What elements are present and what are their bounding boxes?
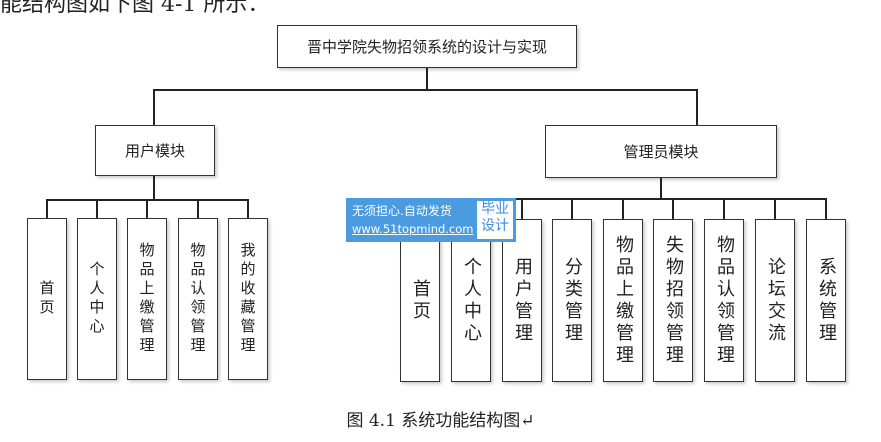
connector bbox=[197, 199, 199, 218]
connector bbox=[153, 176, 155, 200]
user-child-node: 物品上缴管理 bbox=[127, 218, 167, 380]
intro-text: 能结构图如下图 4-1 所示： bbox=[0, 0, 270, 17]
node-label: 首页 bbox=[410, 278, 431, 323]
watermark-badge2: 设计 bbox=[481, 218, 509, 234]
watermark: 无须担心.自动发货 www.51topmind.com 毕业设计 bbox=[346, 198, 516, 242]
admin-child-node: 首页 bbox=[400, 219, 440, 382]
node-label: 个人中心 bbox=[461, 256, 482, 345]
node-label: 用户管理 bbox=[512, 256, 533, 345]
node-label: 物品认领管理 bbox=[714, 234, 735, 367]
connector bbox=[153, 89, 155, 125]
connector bbox=[153, 89, 698, 91]
node-label: 首页 bbox=[37, 280, 56, 318]
watermark-line1: 无须担心.自动发货 bbox=[352, 204, 452, 218]
connector bbox=[46, 199, 48, 218]
connector bbox=[96, 199, 98, 218]
node-label: 论坛交流 bbox=[765, 256, 786, 345]
figure-caption: 图 4.1 系统功能结构图↵ bbox=[346, 411, 535, 431]
admin-child-node: 分类管理 bbox=[552, 219, 592, 382]
watermark-badge1: 毕业 bbox=[481, 201, 509, 217]
connector bbox=[672, 198, 674, 219]
admin-child-node: 物品认领管理 bbox=[704, 219, 744, 382]
node-label: 分类管理 bbox=[562, 256, 583, 345]
node-label: 个人中心 bbox=[87, 261, 106, 337]
connector bbox=[660, 178, 662, 199]
connector bbox=[696, 89, 698, 125]
admin-child-node: 个人中心 bbox=[451, 219, 491, 382]
node-label: 失物招领管理 bbox=[663, 234, 684, 367]
node-label: 物品上缴管理 bbox=[613, 234, 634, 367]
user-child-node: 个人中心 bbox=[77, 218, 117, 380]
connector bbox=[146, 199, 148, 218]
node-label: 我的收藏管理 bbox=[238, 242, 257, 356]
admin-child-node: 用户管理 bbox=[502, 219, 542, 382]
connector bbox=[521, 198, 523, 219]
connector bbox=[47, 199, 249, 201]
admin-child-node: 失物招领管理 bbox=[653, 219, 693, 382]
connector bbox=[825, 198, 827, 219]
user-child-node: 物品认领管理 bbox=[178, 218, 218, 380]
connector bbox=[426, 68, 428, 90]
admin-module-node: 管理员模块 bbox=[545, 125, 777, 178]
node-label: 物品上缴管理 bbox=[137, 242, 156, 356]
connector bbox=[723, 198, 725, 219]
admin-child-node: 论坛交流 bbox=[755, 219, 795, 382]
connector bbox=[247, 199, 249, 218]
connector bbox=[622, 198, 624, 219]
admin-child-node: 系统管理 bbox=[806, 219, 846, 382]
node-label: 系统管理 bbox=[816, 256, 837, 345]
user-child-node: 我的收藏管理 bbox=[228, 218, 268, 380]
node-label: 物品认领管理 bbox=[188, 242, 207, 356]
user-module-node: 用户模块 bbox=[95, 125, 215, 176]
root-node: 晋中学院失物招领系统的设计与实现 bbox=[277, 25, 577, 68]
admin-child-node: 物品上缴管理 bbox=[603, 219, 643, 382]
user-child-node: 首页 bbox=[27, 218, 67, 380]
connector bbox=[774, 198, 776, 219]
watermark-url: www.51topmind.com bbox=[352, 222, 474, 236]
connector bbox=[571, 198, 573, 219]
